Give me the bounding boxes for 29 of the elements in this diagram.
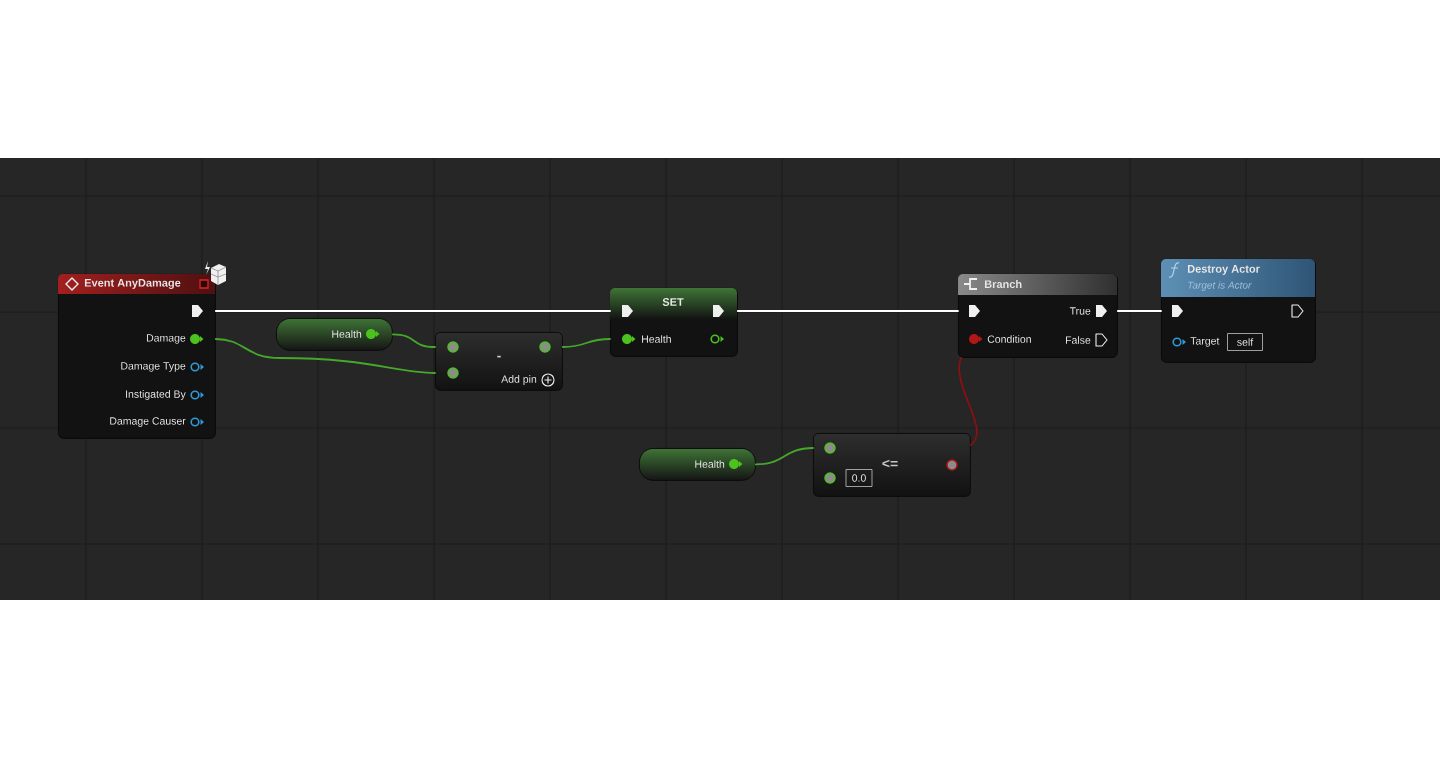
input-field: 0.0 <box>845 469 873 487</box>
pin-label: False <box>1066 336 1091 344</box>
node-header: Branch <box>984 279 1022 289</box>
wire <box>1116 310 1162 312</box>
pin-label: Damage Type <box>121 362 186 372</box>
pin-label: Damage Causer <box>110 417 186 427</box>
wire <box>754 447 814 466</box>
pin-label: Condition <box>987 335 1031 343</box>
action-label: Add pin <box>501 375 537 385</box>
pin-label: Health <box>332 330 362 338</box>
input-field: self <box>1227 333 1263 351</box>
wire <box>958 356 978 446</box>
node-header: Destroy Actor <box>1187 265 1260 275</box>
pin-label: Instigated By <box>126 390 186 400</box>
wire <box>391 333 436 348</box>
wire <box>214 338 436 374</box>
pin-label: Damage <box>147 334 186 344</box>
pin-label: Health <box>642 335 671 343</box>
pin-label: True <box>1069 307 1091 315</box>
operator-symbol: - <box>497 355 501 358</box>
operator-symbol: <= <box>882 459 898 468</box>
wire <box>736 310 959 312</box>
wire <box>561 338 611 348</box>
wire <box>214 310 611 312</box>
node-subtitle: Target is Actor <box>1188 281 1252 291</box>
node-header: SET <box>662 298 684 306</box>
node-header: Event AnyDamage <box>84 279 181 289</box>
pin-label: Health <box>695 460 725 468</box>
pin-label: Target <box>1190 337 1220 347</box>
